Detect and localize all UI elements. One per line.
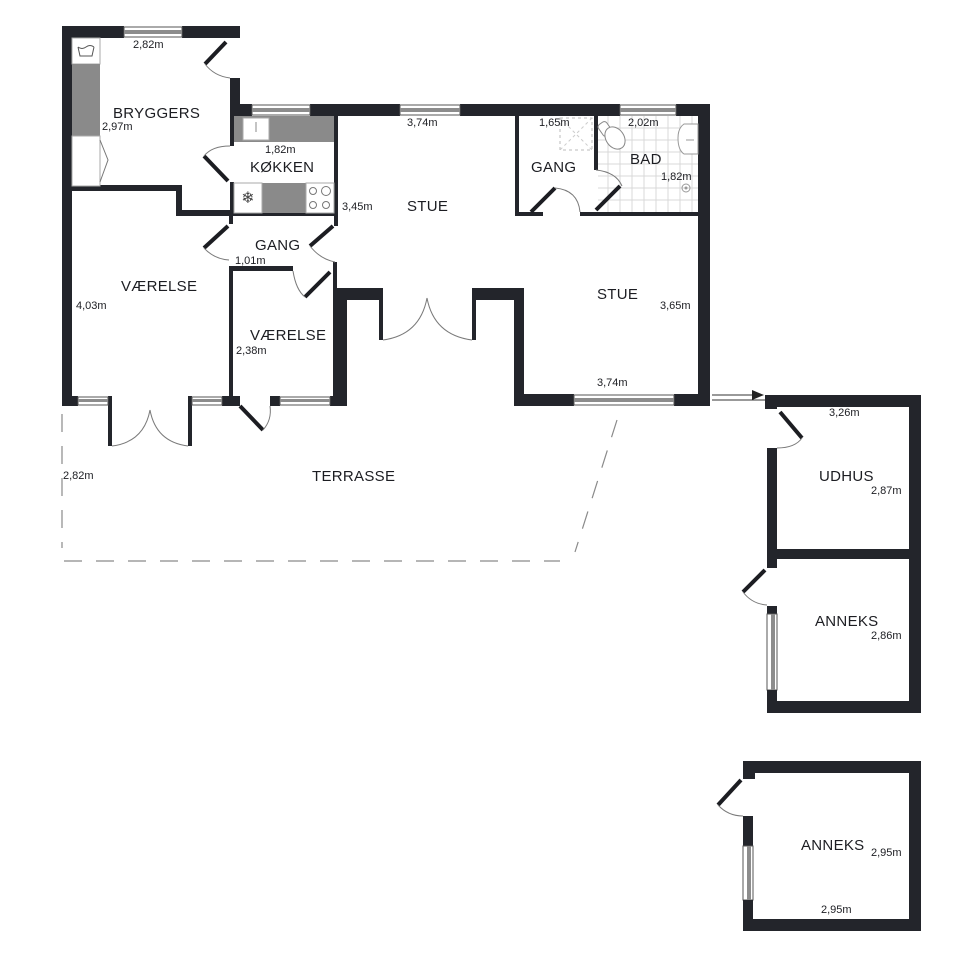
- bryggers-top-dimension: 2,82m: [133, 39, 164, 51]
- bad-dimension: 1,82m: [661, 171, 692, 183]
- stue-right-dimension: 3,65m: [660, 300, 691, 312]
- stove-icon: [305, 182, 335, 214]
- room-label-vaerelse-large: VÆRELSE: [121, 278, 198, 295]
- toilet-icon: [597, 121, 626, 150]
- room-label-anneks-1: ANNEKS: [815, 613, 879, 630]
- room-label-terrasse: TERRASSE: [312, 468, 396, 485]
- room-label-stue: STUE: [407, 198, 449, 215]
- anneks-1-dimension: 2,86m: [871, 630, 902, 642]
- vaerelse-large-dimension: 4,03m: [76, 300, 107, 312]
- terrasse-dimension: 2,82m: [63, 470, 94, 482]
- doors: [111, 40, 623, 447]
- stue-top-dimension: 3,74m: [407, 117, 438, 129]
- room-label-kokken: KØKKEN: [250, 159, 315, 176]
- stue-right-bottom-dimension: 3,74m: [597, 377, 628, 389]
- kokken-dimension: 1,82m: [265, 144, 296, 156]
- room-label-stue-right: STUE: [597, 286, 639, 303]
- room-label-bryggers: BRYGGERS: [113, 105, 201, 122]
- bath-sink-icon: [677, 123, 699, 155]
- shower-icon: [681, 183, 691, 193]
- gang-bath-dimension: 1,65m: [539, 117, 570, 129]
- room-label-anneks-2: ANNEKS: [801, 837, 865, 854]
- vaerelse-small-dimension: 2,38m: [236, 345, 267, 357]
- udhus-dimension: 2,87m: [871, 485, 902, 497]
- fixtures: ❄: [71, 37, 699, 214]
- outbuilding-walls: [741, 395, 921, 713]
- stue-dimension: 3,45m: [342, 201, 373, 213]
- svg-text:❄: ❄: [241, 188, 254, 207]
- fridge-icon: [233, 182, 263, 214]
- room-label-bad: BAD: [630, 151, 662, 168]
- anneks-2-bottom-dimension: 2,95m: [821, 904, 852, 916]
- room-label-vaerelse-small: VÆRELSE: [250, 327, 327, 344]
- room-label-udhus: UDHUS: [819, 468, 874, 485]
- windows: [77, 26, 677, 406]
- bryggers-dimension: 2,97m: [102, 121, 133, 133]
- anneks-2-dimension: 2,95m: [871, 847, 902, 859]
- gang-hall-dimension: 1,01m: [235, 255, 266, 267]
- terrace-outline: [61, 414, 618, 562]
- anneks-2-walls: [716, 761, 921, 931]
- room-label-gang-hall: GANG: [255, 237, 301, 254]
- main-house-walls: [62, 26, 710, 446]
- udhus-top-dimension: 3,26m: [829, 407, 860, 419]
- room-label-gang-bath: GANG: [531, 159, 577, 176]
- laundry-icon: [77, 45, 95, 57]
- bad-top-dimension: 2,02m: [628, 117, 659, 129]
- direction-arrow: [712, 390, 765, 401]
